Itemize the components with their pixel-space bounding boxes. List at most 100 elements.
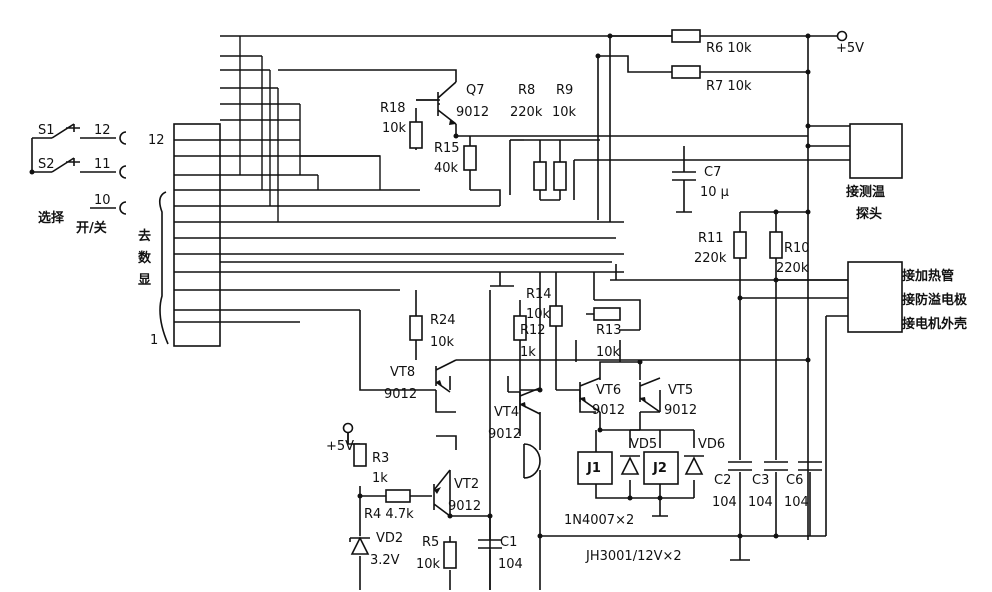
- resistor-r24: [409, 315, 423, 341]
- label-r14-val: 10k: [526, 307, 551, 322]
- label-c6-name: C6: [786, 473, 803, 488]
- capacitor-c6: [798, 461, 822, 471]
- label-pin-12: 12: [94, 123, 111, 138]
- label-vt8-name: VT8: [390, 365, 415, 380]
- label-to-display-1: 去: [138, 228, 151, 244]
- label-r4: R4 4.7k: [364, 507, 414, 522]
- connector-pin-top: 12: [148, 133, 165, 148]
- label-vcc-left: +5V: [326, 439, 354, 454]
- zener-vd2: [349, 536, 370, 555]
- label-diode-note: 1N4007×2: [564, 513, 634, 528]
- label-r8-name: R8: [518, 83, 535, 98]
- label-vt6-val: 9012: [592, 403, 625, 418]
- terminal-12: [119, 131, 127, 145]
- label-s1: S1: [38, 123, 55, 138]
- label-r8-val: 220k: [510, 105, 543, 120]
- resistor-r5: [443, 541, 457, 569]
- label-to-display-3: 显: [138, 273, 151, 288]
- label-vt4-name: VT4: [494, 405, 519, 420]
- label-c2-val: 104: [712, 495, 737, 510]
- resistor-r12: [513, 315, 527, 341]
- label-vt5-name: VT5: [668, 383, 693, 398]
- connector-pin-bottom: 1: [150, 333, 158, 348]
- resistor-r6: [671, 29, 701, 43]
- label-q7-val: 9012: [456, 105, 489, 120]
- resistor-r18: [409, 121, 423, 149]
- label-heater: 接加热管: [902, 268, 954, 284]
- terminal-11: [119, 165, 127, 179]
- resistor-r15: [463, 145, 477, 171]
- label-onoff: 开/关: [76, 220, 107, 236]
- capacitor-c1: [478, 539, 502, 549]
- label-r15-name: R15: [434, 141, 460, 156]
- label-r12-val: 1k: [520, 345, 536, 360]
- label-r12-name: R12: [520, 323, 546, 338]
- label-r11-val: 220k: [694, 251, 727, 266]
- diode-vd6: [684, 455, 704, 475]
- label-relay-note: JH3001/12V×2: [585, 549, 682, 564]
- label-vt4-val: 9012: [488, 427, 521, 442]
- resistor-r7: [671, 65, 701, 79]
- label-r5-name: R5: [422, 535, 439, 550]
- transistor-vt2: [433, 469, 451, 517]
- transistor-vt6: [579, 377, 601, 413]
- transistor-vt4: [519, 387, 541, 415]
- label-r11-name: R11: [698, 231, 724, 246]
- label-r10-name: R10: [784, 241, 810, 256]
- label-r3-val: 1k: [372, 471, 388, 486]
- label-vt2-name: VT2: [454, 477, 479, 492]
- label-to-display-2: 数: [138, 250, 152, 266]
- supply-node: [342, 422, 354, 434]
- switch-s2: [51, 157, 80, 173]
- resistor-r3: [353, 443, 367, 467]
- label-r18-val: 10k: [382, 121, 407, 136]
- switch-s1: [51, 123, 80, 139]
- connector-pins: [158, 139, 220, 345]
- label-vt8-val: 9012: [384, 387, 417, 402]
- label-r10-val: 220k: [776, 261, 809, 276]
- buzzer: [523, 443, 541, 479]
- label-c2-name: C2: [714, 473, 731, 488]
- capacitor-c7: [672, 171, 696, 181]
- label-c3-val: 104: [748, 495, 773, 510]
- label-r5-val: 10k: [416, 557, 441, 572]
- label-probe-1: 接测温: [846, 184, 885, 200]
- label-c6-val: 104: [784, 495, 809, 510]
- label-c1-name: C1: [500, 535, 517, 550]
- label-r14-name: R14: [526, 287, 552, 302]
- label-c7-val: 10 μ: [700, 185, 729, 200]
- label-j1: J1: [586, 461, 601, 476]
- output-box: [847, 261, 903, 333]
- label-pin-11: 11: [94, 157, 111, 172]
- resistor-r13: [593, 307, 621, 321]
- junctions: [29, 33, 811, 539]
- label-r13-val: 10k: [596, 345, 621, 360]
- capacitor-c3: [764, 461, 788, 471]
- label-j2: J2: [652, 461, 667, 476]
- label-r7: R7 10k: [706, 79, 752, 94]
- display-connector: [173, 123, 221, 347]
- label-vcc-top: +5V: [836, 41, 864, 56]
- resistor-r4: [385, 489, 411, 503]
- capacitor-c2: [728, 461, 752, 471]
- label-r6: R6 10k: [706, 41, 752, 56]
- label-pin-10: 10: [94, 193, 111, 208]
- terminal-10: [119, 201, 127, 215]
- label-vd2-val: 3.2V: [370, 553, 400, 568]
- wiring: [31, 35, 880, 590]
- label-c7-name: C7: [704, 165, 721, 180]
- label-vt2-val: 9012: [448, 499, 481, 514]
- diode-vd5: [620, 455, 640, 475]
- label-r24-name: R24: [430, 313, 456, 328]
- supply-node-top: [836, 30, 848, 42]
- label-q7-name: Q7: [466, 83, 485, 98]
- label-r9-name: R9: [556, 83, 573, 98]
- label-c1-val: 104: [498, 557, 523, 572]
- label-r15-val: 40k: [434, 161, 459, 176]
- label-vd5: VD5: [630, 437, 657, 452]
- label-r24-val: 10k: [430, 335, 455, 350]
- label-motor: 接电机外壳: [902, 316, 967, 332]
- transistor-vt5: [639, 377, 661, 413]
- resistor-r8: [533, 161, 547, 191]
- label-r13-name: R13: [596, 323, 622, 338]
